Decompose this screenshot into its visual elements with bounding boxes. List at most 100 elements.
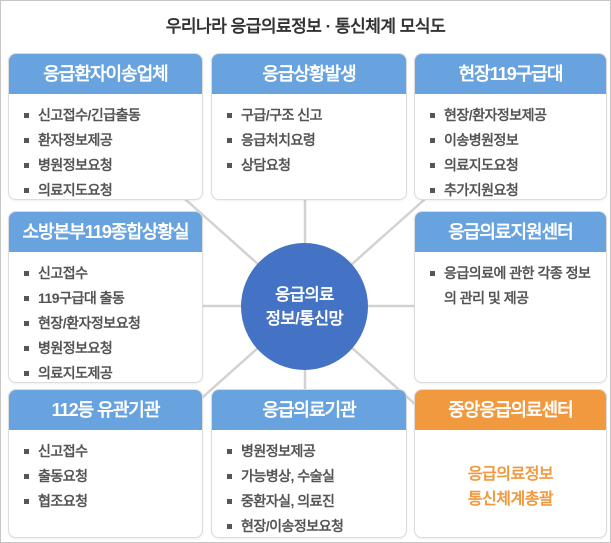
node-central-emergency-medical-center-note: 응급의료정보 통신체계총괄 — [415, 462, 606, 512]
list-item-label: 추가지원요청 — [444, 182, 519, 198]
node-112-related-agencies: 112등 유관기관 신고접수 출동요청 협조요청 — [8, 389, 203, 538]
list-item: 구급/구조 신고 — [227, 103, 400, 128]
bullet-icon — [24, 449, 29, 454]
note-line: 응급의료정보 — [467, 466, 554, 483]
list-item-label: 환자정보제공 — [38, 132, 113, 148]
list-item-label: 현장/환자정보요청 — [38, 315, 141, 331]
list-item-label: 응급의료에 관한 각종 정보의 관리 및 제공 — [444, 265, 591, 306]
node-fire-hq-119-situation-room-list: 신고접수 119구급대 출동 현장/환자정보요청 병원정보요청 의료지도제공 — [9, 252, 202, 386]
list-item-label: 가능병상, 수술실 — [241, 468, 335, 484]
list-item: 출동요청 — [24, 464, 196, 489]
note-line: 통신체계총괄 — [467, 491, 554, 508]
bullet-icon — [24, 474, 29, 479]
bullet-icon — [227, 113, 232, 118]
node-emergency-medical-institution-header: 응급의료기관 — [212, 390, 406, 430]
list-item-label: 응급처치요령 — [241, 132, 316, 148]
list-item: 병원정보제공 — [227, 439, 400, 464]
list-item-label: 협조요청 — [38, 493, 88, 509]
bullet-icon — [430, 113, 435, 118]
list-item-label: 의료지도요청 — [38, 182, 113, 198]
center-node-emergency-info-network: 응급의료 정보/통신망 — [241, 243, 368, 370]
list-item: 의료지도요청 — [430, 153, 600, 178]
list-item: 중환자실, 의료진 — [227, 489, 400, 514]
bullet-icon — [24, 138, 29, 143]
list-item-label: 중환자실, 의료진 — [241, 493, 335, 509]
list-item: 병원정보요청 — [24, 336, 196, 361]
bullet-icon — [24, 163, 29, 168]
list-item: 현장/환자정보요청 — [24, 311, 196, 336]
node-emergency-transport-company-list: 신고접수/긴급출동 환자정보제공 병원정보요청 의료지도요청 — [9, 94, 202, 203]
list-item: 추가지원요청 — [430, 178, 600, 203]
node-central-emergency-medical-center-header: 중앙응급의료센터 — [415, 390, 606, 430]
node-fire-hq-119-situation-room-header: 소방본부119종합상황실 — [9, 212, 202, 252]
bullet-icon — [227, 138, 232, 143]
list-item-label: 구급/구조 신고 — [241, 107, 323, 123]
node-central-emergency-medical-center: 중앙응급의료센터 응급의료정보 통신체계총괄 — [414, 389, 607, 538]
node-emergency-transport-company-header: 응급환자이송업체 — [9, 54, 202, 94]
bullet-icon — [430, 138, 435, 143]
node-emergency-medical-support-center-list: 응급의료에 관한 각종 정보의 관리 및 제공 — [415, 252, 606, 311]
node-emergency-medical-support-center-header: 응급의료지원센터 — [415, 212, 606, 252]
node-field-119-squad: 현장119구급대 현장/환자정보제공 이송병원정보 의료지도요청 추가지원요청 — [414, 53, 607, 200]
list-item-label: 신고접수/긴급출동 — [38, 107, 141, 123]
node-112-related-agencies-list: 신고접수 출동요청 협조요청 — [9, 430, 202, 514]
node-emergency-situation-header: 응급상황발생 — [212, 54, 406, 94]
center-node-line2: 정보/통신망 — [265, 309, 344, 328]
list-item-label: 신고접수 — [38, 443, 88, 459]
bullet-icon — [24, 371, 29, 376]
bullet-icon — [227, 449, 232, 454]
node-emergency-situation-list: 구급/구조 신고 응급처치요령 상담요청 — [212, 94, 406, 178]
list-item: 응급처치요령 — [227, 128, 400, 153]
bullet-icon — [430, 163, 435, 168]
node-emergency-situation: 응급상황발생 구급/구조 신고 응급처치요령 상담요청 — [211, 53, 407, 200]
node-112-related-agencies-header: 112등 유관기관 — [9, 390, 202, 430]
list-item-label: 현장/환자정보제공 — [444, 107, 547, 123]
list-item-label: 병원정보요청 — [38, 157, 113, 173]
list-item: 병원정보요청 — [24, 153, 196, 178]
list-item: 협조요청 — [24, 489, 196, 514]
bullet-icon — [24, 113, 29, 118]
bullet-icon — [227, 163, 232, 168]
bullet-icon — [24, 346, 29, 351]
list-item: 119구급대 출동 — [24, 286, 196, 311]
bullet-icon — [24, 188, 29, 193]
list-item-label: 의료지도제공 — [38, 365, 113, 381]
list-item: 현장/환자정보제공 — [430, 103, 600, 128]
list-item-label: 출동요청 — [38, 468, 88, 484]
bullet-icon — [227, 524, 232, 529]
list-item: 가능병상, 수술실 — [227, 464, 400, 489]
node-emergency-medical-support-center: 응급의료지원센터 응급의료에 관한 각종 정보의 관리 및 제공 — [414, 211, 607, 383]
list-item-label: 병원정보요청 — [38, 340, 113, 356]
node-emergency-transport-company: 응급환자이송업체 신고접수/긴급출동 환자정보제공 병원정보요청 의료지도요청 — [8, 53, 203, 200]
list-item: 상담요청 — [227, 153, 400, 178]
list-item: 신고접수/긴급출동 — [24, 103, 196, 128]
list-item-label: 상담요청 — [241, 157, 291, 173]
node-fire-hq-119-situation-room: 소방본부119종합상황실 신고접수 119구급대 출동 현장/환자정보요청 병원… — [8, 211, 203, 383]
node-emergency-medical-institution-list: 병원정보제공 가능병상, 수술실 중환자실, 의료진 현장/이송정보요청 — [212, 430, 406, 539]
bullet-icon — [227, 499, 232, 504]
list-item: 이송병원정보 — [430, 128, 600, 153]
list-item-label: 신고접수 — [38, 265, 88, 281]
list-item-label: 이송병원정보 — [444, 132, 519, 148]
node-emergency-medical-institution: 응급의료기관 병원정보제공 가능병상, 수술실 중환자실, 의료진 현장/이송정… — [211, 389, 407, 538]
diagram-title: 우리나라 응급의료정보 · 통신체계 모식도 — [165, 17, 446, 36]
bullet-icon — [430, 188, 435, 193]
bullet-icon — [430, 271, 435, 276]
list-item: 응급의료에 관한 각종 정보의 관리 및 제공 — [430, 261, 600, 311]
bullet-icon — [24, 296, 29, 301]
list-item: 신고접수 — [24, 261, 196, 286]
node-field-119-squad-list: 현장/환자정보제공 이송병원정보 의료지도요청 추가지원요청 — [415, 94, 606, 203]
bullet-icon — [24, 499, 29, 504]
list-item-label: 병원정보제공 — [241, 443, 316, 459]
list-item: 신고접수 — [24, 439, 196, 464]
list-item: 환자정보제공 — [24, 128, 196, 153]
list-item-label: 현장/이송정보요청 — [241, 518, 344, 534]
list-item: 의료지도요청 — [24, 178, 196, 203]
center-node-line1: 응급의료 — [275, 285, 334, 304]
bullet-icon — [24, 321, 29, 326]
list-item-label: 의료지도요청 — [444, 157, 519, 173]
list-item-label: 119구급대 출동 — [38, 290, 125, 306]
list-item: 의료지도제공 — [24, 361, 196, 386]
list-item: 현장/이송정보요청 — [227, 514, 400, 539]
